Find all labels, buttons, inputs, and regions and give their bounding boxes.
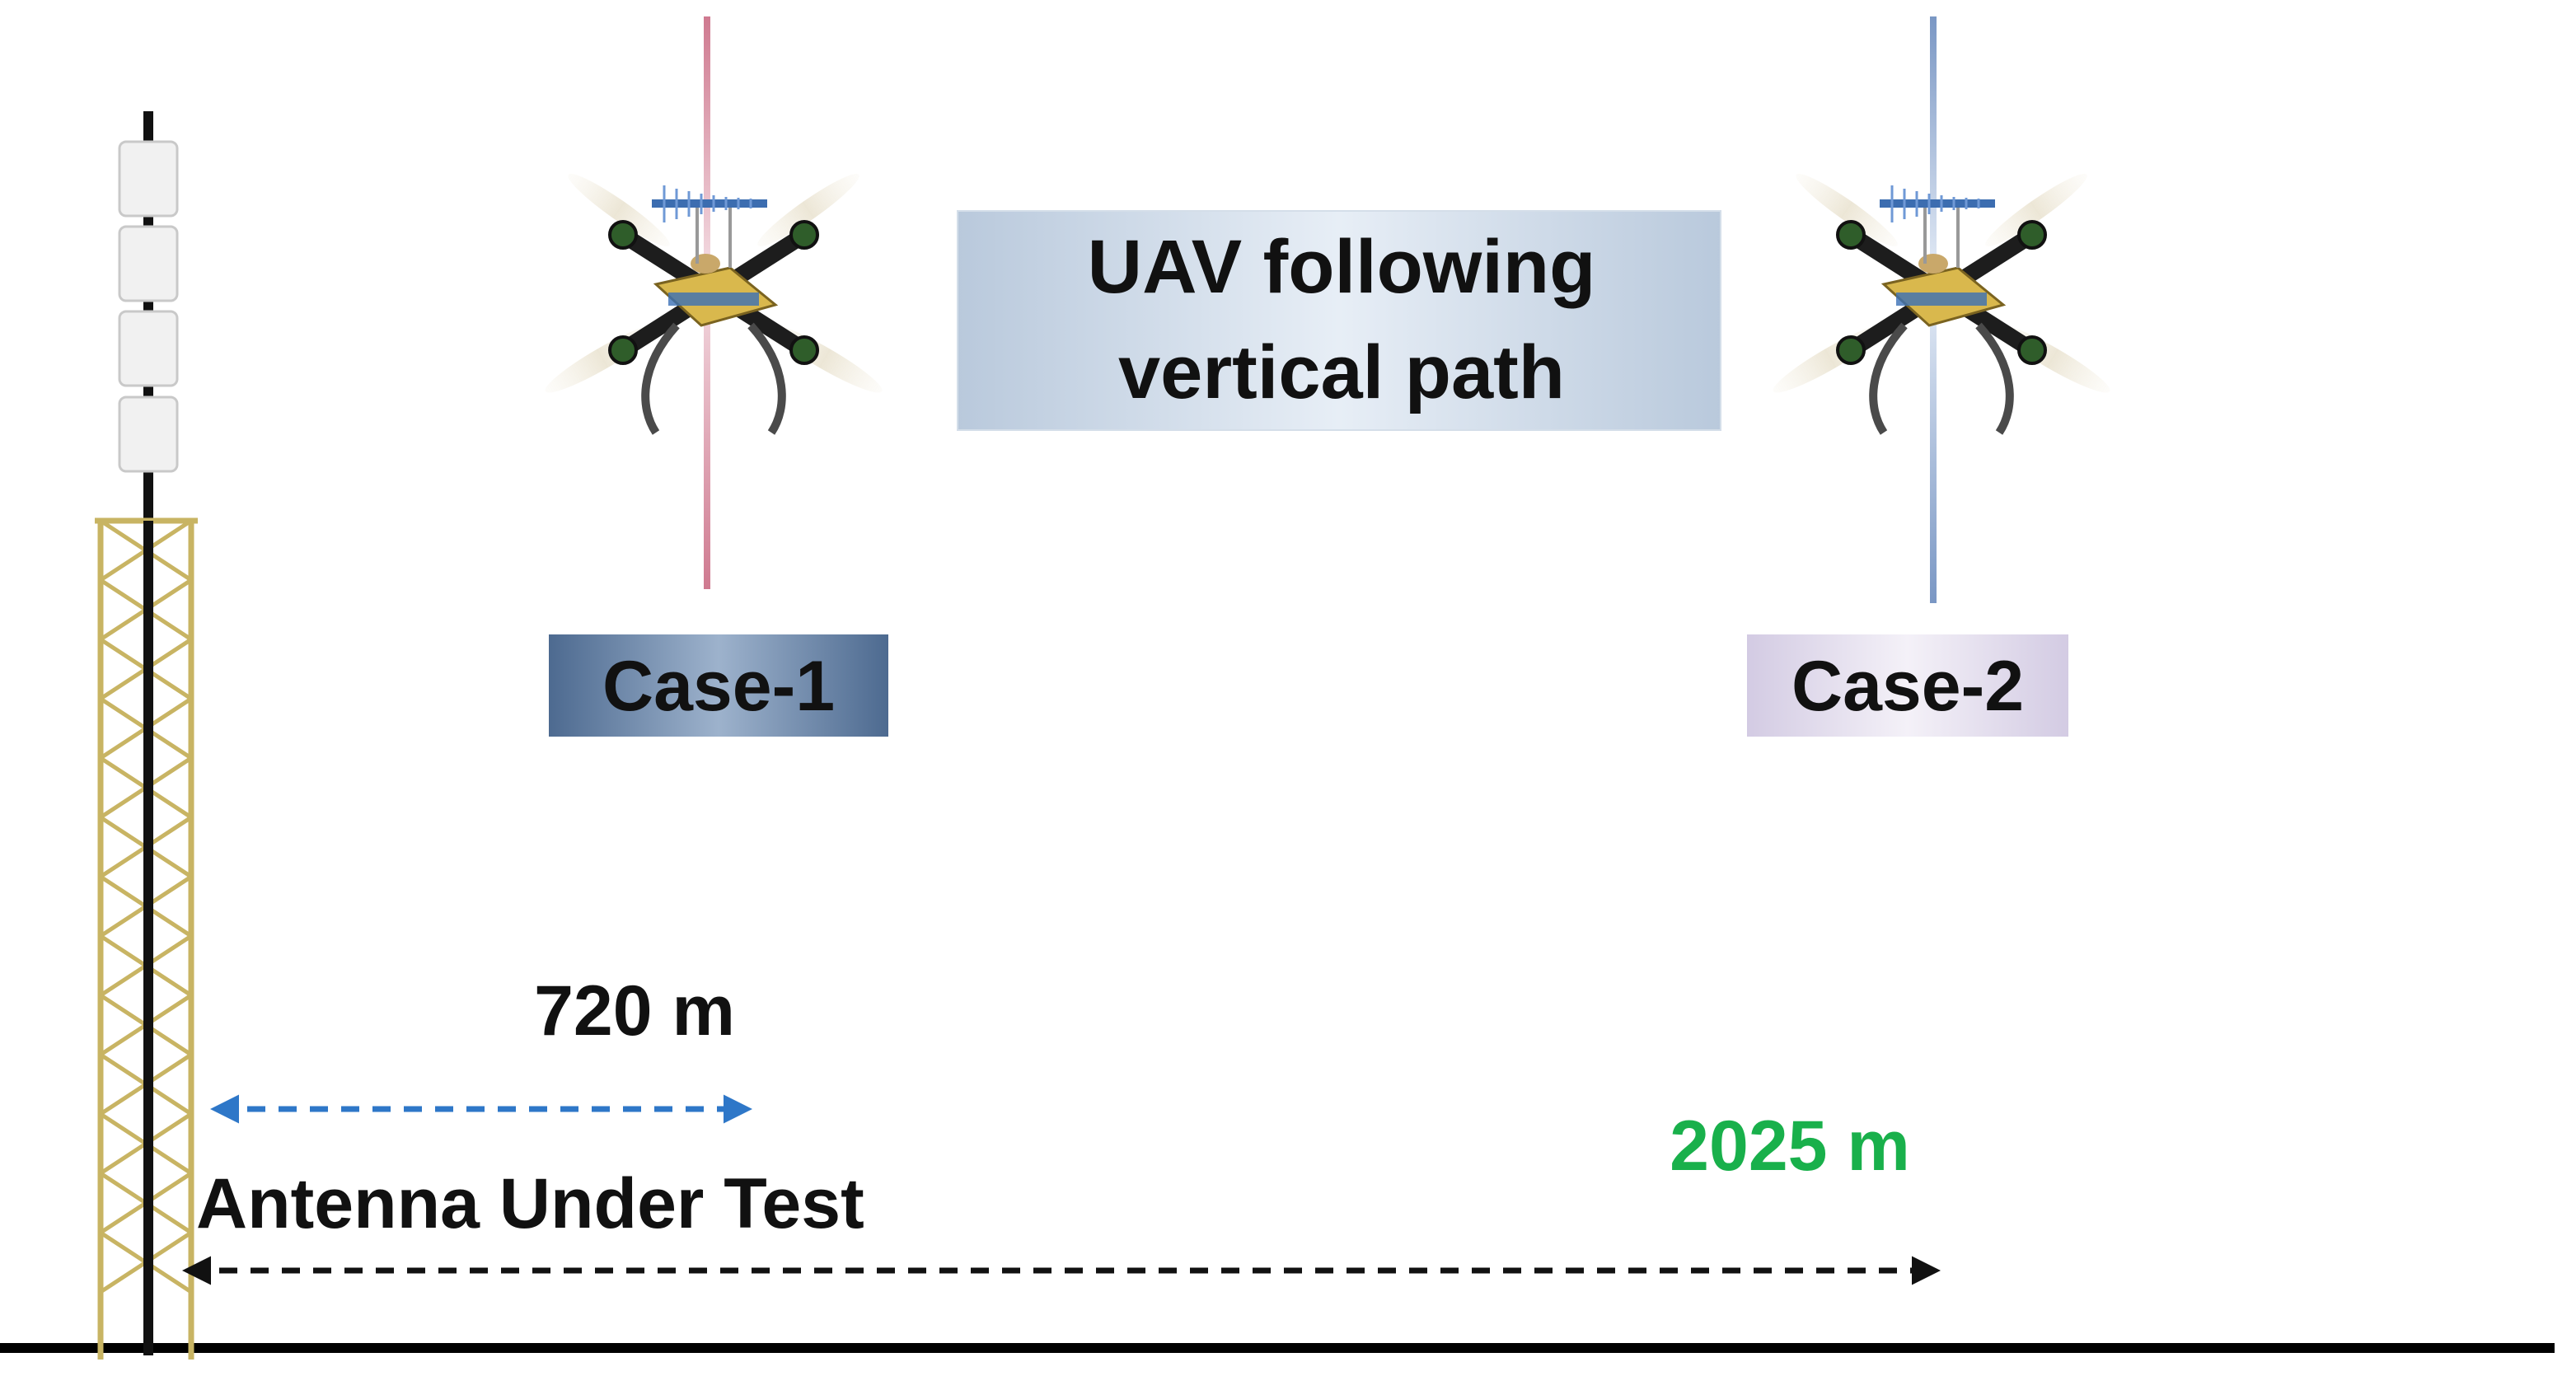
case2-label: Case-2: [1791, 647, 2024, 726]
title-box: UAV following vertical path: [957, 210, 1721, 431]
antenna-under-test-label: Antenna Under Test: [196, 1164, 864, 1243]
case1-badge: Case-1: [549, 634, 888, 737]
title-line-2: vertical path: [1118, 330, 1565, 414]
distance-720-label: 720 m: [534, 971, 735, 1051]
case2-badge: Case-2: [1747, 634, 2068, 737]
cell-tower-icon: [95, 111, 198, 1360]
case2-quadcopter-icon: [1768, 166, 2115, 433]
case1-quadcopter-icon: [540, 166, 888, 433]
title-line-1: UAV following: [1088, 225, 1596, 309]
distance-2025-label: 2025 m: [1670, 1107, 1910, 1186]
case1-label: Case-1: [602, 647, 835, 726]
